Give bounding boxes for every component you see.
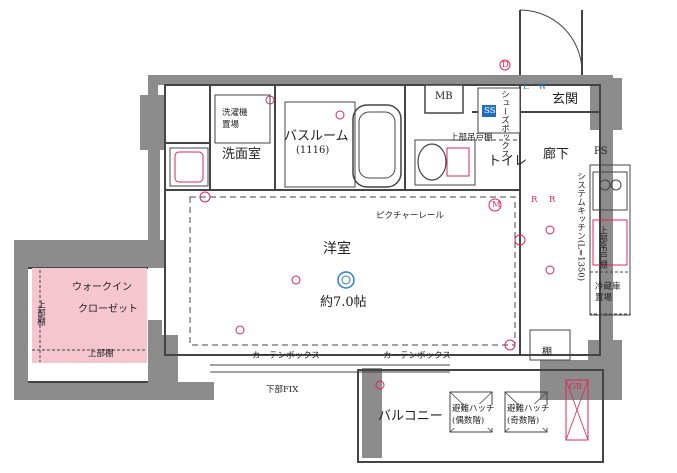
curtain-box-right-label: カーテンボックス [383,351,451,361]
gb-box [565,379,589,441]
room-bathroom-size: (1116) [296,145,330,156]
room-western: 洋室 [323,241,351,257]
hatch-odd-label: 避難ハッチ (奇数階) [507,404,550,428]
system-kitchen-label: システムキッチン(L=1350) [575,172,586,282]
fridge-label: 冷蔵庫置場 [595,282,621,304]
ps-label: PS [594,146,608,157]
kitchen-r-label: R [549,195,556,205]
walkin-label-2: クローゼット [78,304,138,315]
lower-fix-label: 下部FIX [266,385,299,395]
ss-label: SS [484,106,496,116]
washer-area [214,94,271,144]
room-corridor: 廊下 [543,147,570,162]
room-western-size: 約7.0帖 [320,295,367,310]
kitchen-counter [589,164,631,316]
walkin-label-1: ウォークイン [72,282,132,293]
mb-box [424,84,464,114]
electrical-symbols [199,59,555,390]
wash-basin [169,147,209,187]
bathtub [352,104,402,188]
mb-label: MB [435,91,453,102]
ceiling-light [337,271,355,289]
room-washroom: 洗面室 [222,147,262,162]
curtain-box-left-label: カーテンボックス [252,351,320,361]
hatch-even-label: 避難ハッチ (偶数階) [452,404,495,428]
entrance-door [519,9,583,75]
room-toilet: トイレ [488,154,528,169]
picture-rail-label: ピクチャーレール [376,211,444,221]
upper-shelf-left-label: 上部棚 [35,300,46,326]
symbol-r: R [531,195,538,205]
shelf-label: 棚 [542,347,552,358]
shoe-box-label: シューズボックス [499,90,510,158]
room-bathroom: バスルーム [284,129,349,144]
ss-box [482,105,496,117]
room-entrance: 玄関 [552,92,579,107]
upper-cabinet-label: 上部吊戸棚 [597,226,608,269]
washer-label: 洗濯機 置場 [222,108,248,130]
room-balcony: バルコニー [378,409,443,424]
upper-shelf-bottom-label: 上部棚 [88,349,114,359]
walkin-closet [32,268,147,363]
balcony-outline [357,369,604,463]
symbol-d: D [502,60,509,70]
upper-shelf-toilet-label: 上部吊戸棚 [450,133,493,143]
picture-rail [189,196,516,346]
gb-label: GB [569,382,583,392]
symbol-w: W [538,82,547,92]
symbol-m: M [492,200,501,210]
symbol-l: L [523,82,529,92]
